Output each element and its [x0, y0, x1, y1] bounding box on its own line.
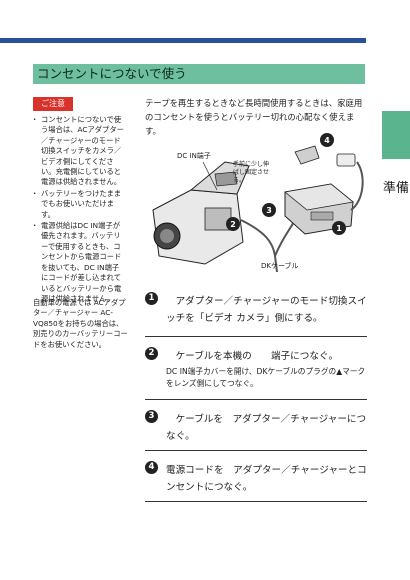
marker-2: 2 [230, 220, 236, 229]
marker-4: 4 [324, 136, 330, 145]
step-number: 4 [145, 461, 158, 474]
caution-badge: ご注意 [33, 97, 73, 111]
step-text: 電源コードを アダプター／チャージャーとコンセントにつなぐ。 [166, 465, 367, 493]
fix-note: 手前に少し伸ばし固定させる。 [233, 160, 269, 184]
step-text: ケーブルを本機の 端子につなぐ。 [166, 351, 339, 362]
step-3: 3 ケーブルを アダプター／チャージャーにつなぐ。 [145, 408, 367, 451]
marker-3: 3 [266, 206, 272, 215]
step-number: 1 [145, 292, 158, 305]
dk-cable-label: DKケーブル [261, 261, 299, 270]
ac-adapter-illustration [284, 183, 354, 235]
plug-icon [294, 145, 320, 165]
step-number: 3 [145, 410, 158, 423]
section-tab [382, 111, 410, 159]
dcin-label: DC IN端子 [177, 151, 211, 160]
step-text: ケーブルを アダプター／チャージャーにつなぐ。 [166, 414, 367, 442]
step-4: 4 電源コードを アダプター／チャージャーとコンセントにつなぐ。 [145, 459, 367, 502]
caution-item: バッテリーをつけたままでもお使いいただけます。 [31, 189, 126, 220]
step-2: 2 ケーブルを本機の 端子につなぐ。 DC IN端子カバーを開け、DKケーブルの… [145, 345, 367, 400]
section-label: 準備 [383, 181, 410, 196]
caution-item: コンセントにつないで使う場合は、ACアダプター／チャージャーのモード切換スイッチ… [31, 115, 126, 188]
caution-list: コンセントにつないで使う場合は、ACアダプター／チャージャーのモード切換スイッチ… [31, 115, 126, 305]
top-rule [0, 38, 366, 43]
wall-outlet-icon [336, 153, 356, 167]
car-battery-note: 自動車の電源では ACアダプター／チャージャー AC-VQ850をお持ちの場合は… [33, 298, 128, 349]
caution-item: 電源供給はDC IN端子が優先されます。バッテリーで使用するときも、コンセントか… [31, 221, 126, 304]
step-text: アダプター／チャージャーのモード切換スイッチを「ビデオ カメラ」側にする。 [166, 296, 367, 324]
page-title: コンセントにつないで使う [33, 64, 365, 84]
step-1: 1 アダプター／チャージャーのモード切換スイッチを「ビデオ カメラ」側にする。 [145, 290, 367, 337]
marker-1: 1 [336, 224, 342, 233]
step-detail: DC IN端子カバーを開け、DKケーブルのプラグの▲マークをレンズ側にしてつなぐ… [166, 367, 366, 388]
intro-text: テープを再生するときなど長時間使用するときは、家庭用のコンセントを使うとバッテリ… [145, 98, 363, 136]
step-list: 1 アダプター／チャージャーのモード切換スイッチを「ビデオ カメラ」側にする。 … [145, 290, 367, 502]
camcorder-illustration [152, 161, 250, 265]
connection-diagram: DC IN端子 手前に少し伸ばし固定させる。 DKケーブル 4 3 2 1 [152, 133, 364, 273]
step-number: 2 [145, 347, 158, 360]
